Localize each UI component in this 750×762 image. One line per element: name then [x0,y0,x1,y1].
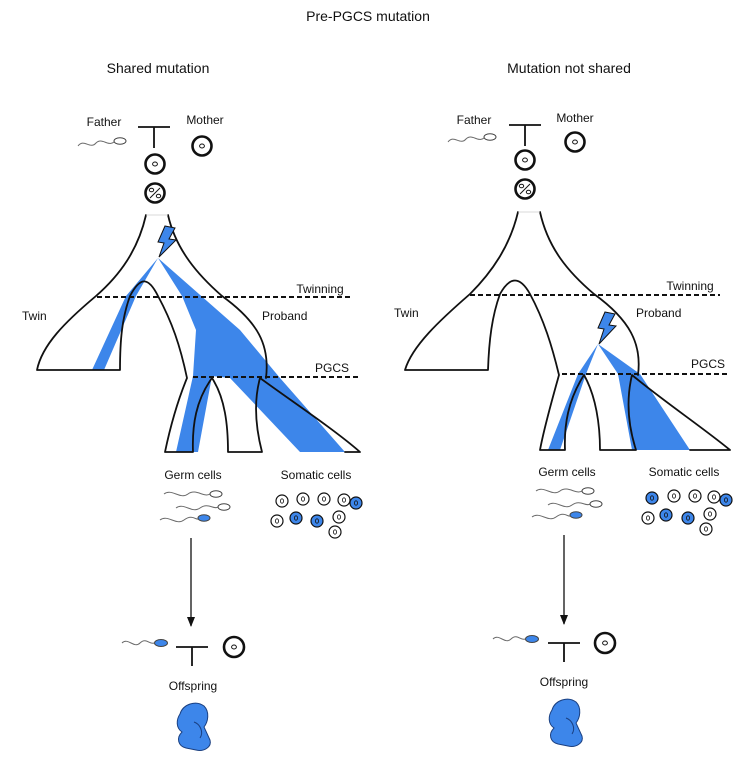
twinning-label: Twinning [296,282,343,296]
somatic-cell-icon [310,514,324,528]
somatic-cells-group [641,489,733,536]
somatic-cell-icon [703,507,717,521]
lightning-bolt-icon [597,311,618,345]
cross-symbol [176,646,208,666]
sperm-icon [547,500,603,508]
somatic-cell-icon [719,493,733,507]
germ-cells-group [531,487,603,520]
germ-cells-group [159,490,231,523]
sperm-icon [535,487,595,495]
pgcs-label: PGCS [691,357,725,371]
somatic-cell-icon [681,511,695,525]
somatic-cell-icon [270,514,284,528]
somatic-cells-label: Somatic cells [281,468,352,482]
twin-label: Twin [22,309,47,323]
pgcs-label: PGCS [315,361,349,375]
twin-label: Twin [394,306,419,320]
father-label: Father [457,113,492,127]
baby-icon [176,702,211,751]
somatic-cell-icon [328,525,342,539]
baby-icon [548,698,583,747]
somatic-cell-icon [707,490,721,504]
proband-label: Proband [636,306,681,320]
somatic-cell-icon [275,494,289,508]
diagram-title: Pre-PGCS mutation [306,8,430,24]
lightning-bolt-icon [157,225,178,258]
two-cell-zygote-icon [144,182,166,204]
sperm-icon [163,490,223,498]
sperm-icon [447,133,497,143]
two-cell-zygote-icon [514,178,536,200]
panel-heading: Mutation not shared [507,60,631,76]
somatic-cell-icon [296,492,310,506]
somatic-cells-group [270,492,363,539]
cross-symbol [509,124,541,146]
panel-shared-mutation: Shared mutation Father Mother [22,60,363,751]
somatic-cell-icon [332,510,346,524]
sperm-icon [159,514,211,523]
somatic-cell-icon [667,489,681,503]
somatic-cell-icon [337,493,351,507]
germ-cells-label: Germ cells [164,468,221,482]
egg-icon [222,635,246,659]
offspring-label: Offspring [169,679,217,693]
egg-icon [191,135,213,157]
egg-icon [593,631,617,655]
zygote-icon [514,149,536,171]
mother-label: Mother [556,111,593,125]
somatic-cell-icon [688,489,702,503]
panel-heading: Shared mutation [107,60,210,76]
sperm-icon [531,511,583,520]
somatic-cell-icon [349,496,363,510]
offspring-label: Offspring [540,675,588,689]
sperm-icon [121,639,168,647]
somatic-cell-icon [317,492,331,506]
somatic-cell-icon [659,508,673,522]
somatic-cells-label: Somatic cells [649,465,720,479]
sperm-icon [492,635,539,643]
cross-symbol [138,126,170,148]
cross-symbol [548,642,580,662]
lineage-tree-outline [404,211,731,451]
germ-cells-label: Germ cells [538,465,595,479]
sperm-icon [77,137,127,147]
egg-icon [564,131,586,153]
proband-label: Proband [262,309,307,323]
somatic-cell-icon [645,491,659,505]
zygote-icon [144,153,166,175]
twinning-label: Twinning [666,279,713,293]
mutation-lineage [548,344,690,450]
somatic-cell-icon [289,511,303,525]
sperm-icon [175,503,231,511]
mother-label: Mother [186,113,223,127]
somatic-cell-icon [641,511,655,525]
father-label: Father [87,115,122,129]
somatic-cell-icon [699,522,713,536]
panel-mutation-not-shared: Mutation not shared Father Mother [394,60,733,747]
